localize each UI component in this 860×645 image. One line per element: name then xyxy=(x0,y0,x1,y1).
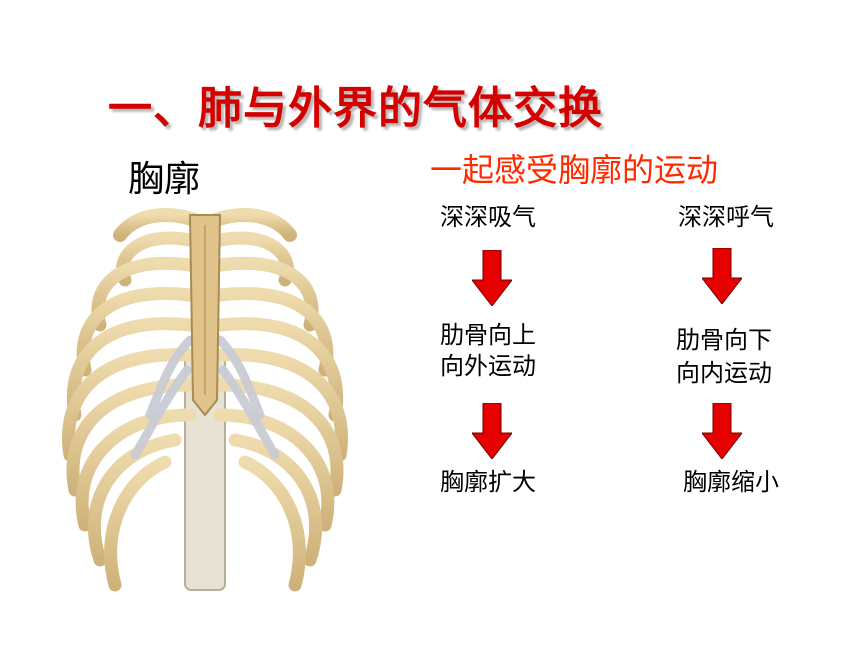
inhale-step3: 胸廓扩大 xyxy=(440,468,536,496)
inhale-step2-line2: 向外运动 xyxy=(440,352,536,380)
down-arrow-icon xyxy=(702,403,742,459)
slide-title: 一、肺与外界的气体交换 xyxy=(108,83,603,134)
inhale-step2-line1: 肋骨向上 xyxy=(440,321,536,349)
exhale-step3: 胸廓缩小 xyxy=(683,468,779,496)
down-arrow-icon xyxy=(472,250,512,306)
down-arrow-icon xyxy=(702,248,742,304)
exhale-step2-line1: 肋骨向下 xyxy=(676,326,772,354)
subject-label: 胸廓 xyxy=(128,159,201,200)
inhale-step1: 深深吸气 xyxy=(440,203,536,231)
slide-subtitle: 一起感受胸廓的运动 xyxy=(430,151,719,189)
down-arrow-icon xyxy=(472,403,512,459)
exhale-step1: 深深呼气 xyxy=(678,203,774,231)
exhale-step2-line2: 向内运动 xyxy=(676,359,772,387)
ribcage-illustration xyxy=(62,208,348,592)
